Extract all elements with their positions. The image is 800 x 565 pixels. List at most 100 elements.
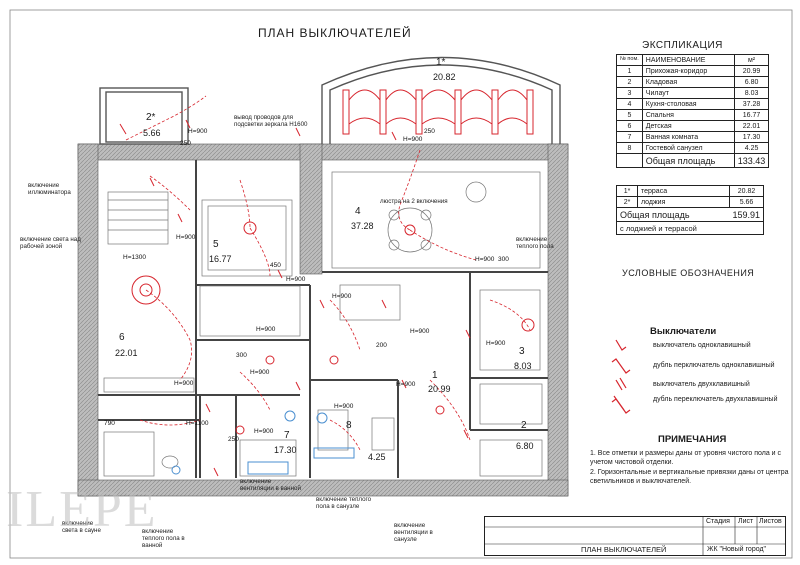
legend-symbols <box>611 339 631 414</box>
height-mark: H=900 <box>332 293 352 300</box>
switch-marks <box>119 119 471 477</box>
annotation-floor-heat: включение теплого пола <box>516 236 554 250</box>
legend-item: выключатель одноклавишный <box>653 342 751 349</box>
row-name: Чилаут <box>641 87 735 99</box>
row-num: 1* <box>616 185 638 197</box>
note-item: 2. Горизонтальные и вертикальные привязк… <box>590 469 789 485</box>
row-area: 17.30 <box>733 131 770 143</box>
light-fixtures <box>131 221 535 435</box>
notes-title: ПРИМЕЧАНИЯ <box>658 434 727 445</box>
annotation-mirror: вывод проводов для подсветки зеркала H16… <box>234 114 308 128</box>
row-area: 22.01 <box>733 120 770 132</box>
annotation-vent-bath: включение вентиляции в ванной <box>240 478 301 492</box>
switches-title: Выключатели <box>650 326 717 337</box>
room-area: 6.80 <box>516 441 534 451</box>
height-mark: H=900 <box>188 128 208 135</box>
height-mark: H=900 <box>486 340 506 347</box>
height-mark: H=900 <box>254 428 274 435</box>
total-label: Общая площадь <box>641 153 735 168</box>
room-area: 22.01 <box>115 348 138 358</box>
dimension-mark: 250 <box>424 128 435 135</box>
header-num: № пом. <box>616 54 643 66</box>
annotation-worklight: включение света над рабочей зоной <box>20 236 81 250</box>
legend-title: УСЛОВНЫЕ ОБОЗНАЧЕНИЯ <box>622 268 755 278</box>
total2-note: с лоджией и террасой <box>615 221 765 235</box>
room-number: 3 <box>519 346 525 357</box>
total2-label: Общая площадь <box>616 207 730 222</box>
height-mark: H=900 <box>334 403 354 410</box>
room-area: 37.28 <box>351 221 374 231</box>
row-area: 20.99 <box>733 65 770 77</box>
annotation-floor-heat-wc: включение теплого пола в санузле <box>316 496 372 510</box>
height-mark: H=1100 <box>186 420 209 427</box>
plan-title: ПЛАН ВЫКЛЮЧАТЕЛЕЙ <box>258 26 412 40</box>
room-area: 8.03 <box>514 361 532 371</box>
title-block: Стадия Лист Листов ПЛАН ВЫКЛЮЧАТЕЛЕЙ ЖК … <box>484 516 786 556</box>
row-area: 6.80 <box>733 76 770 88</box>
height-mark: H=900 <box>410 328 430 335</box>
terrace-lamps <box>342 89 534 135</box>
height-mark: H=900 <box>174 380 194 387</box>
row-num: 6 <box>616 120 643 132</box>
room-number: 4 <box>355 206 361 217</box>
row-name: Прихожая-коридор <box>641 65 735 77</box>
row-name: Кухня-столовая <box>641 98 735 110</box>
dimension-mark: 450 <box>270 262 281 269</box>
row-num: 2* <box>616 196 638 208</box>
room-area: 20.99 <box>428 384 451 394</box>
header-unit: м² <box>733 54 770 66</box>
dimension-mark: 250 <box>180 140 191 147</box>
room-number: 8 <box>346 420 352 431</box>
row-area: 20.82 <box>728 185 765 197</box>
dimension-mark: 300 <box>498 256 509 263</box>
annotation-floor-heat-bath: включение теплого пола в ванной <box>142 528 185 549</box>
height-mark: H=900 <box>256 326 276 333</box>
row-name: терраса <box>637 185 730 197</box>
row-name: Ванная комната <box>641 131 735 143</box>
row-num: 2 <box>616 76 643 88</box>
row-name: Спальня <box>641 109 735 121</box>
title-block-grid <box>485 517 785 555</box>
room-area: 20.82 <box>433 72 456 82</box>
row-area: 5.66 <box>728 196 765 208</box>
terrace-outline <box>321 56 561 144</box>
stamp-sheets: Листов <box>759 518 782 525</box>
dimension-mark: 790 <box>104 420 115 427</box>
annotation-illuminator: включение иллюминатора <box>28 182 71 196</box>
height-mark: H=900 <box>176 234 196 241</box>
watermark-logo: ILEPE <box>6 481 158 538</box>
height-mark: H=900 <box>475 256 495 263</box>
row-name: Кладовая <box>641 76 735 88</box>
total-value: 133.43 <box>733 153 770 168</box>
height-mark: H=900 <box>396 381 416 388</box>
dimension-mark: 300 <box>236 352 247 359</box>
loggia-outline <box>99 87 189 145</box>
room-area: 16.77 <box>209 254 232 264</box>
wiring <box>125 95 531 451</box>
legend-item: выключатель двухклавишный <box>653 381 750 388</box>
header-name: НАИМЕНОВАНИЕ <box>641 54 735 66</box>
total2-value: 159.91 <box>729 207 765 222</box>
room-area: 4.25 <box>368 452 386 462</box>
plumbing <box>171 410 355 475</box>
height-mark: H=900 <box>286 276 306 283</box>
height-mark: H=900 <box>250 369 270 376</box>
room-number: 7 <box>284 430 290 441</box>
room-number: 1 <box>432 370 438 381</box>
dimension-mark: 250 <box>228 436 239 443</box>
interior-walls <box>98 160 548 478</box>
dimension-mark: 200 <box>376 342 387 349</box>
